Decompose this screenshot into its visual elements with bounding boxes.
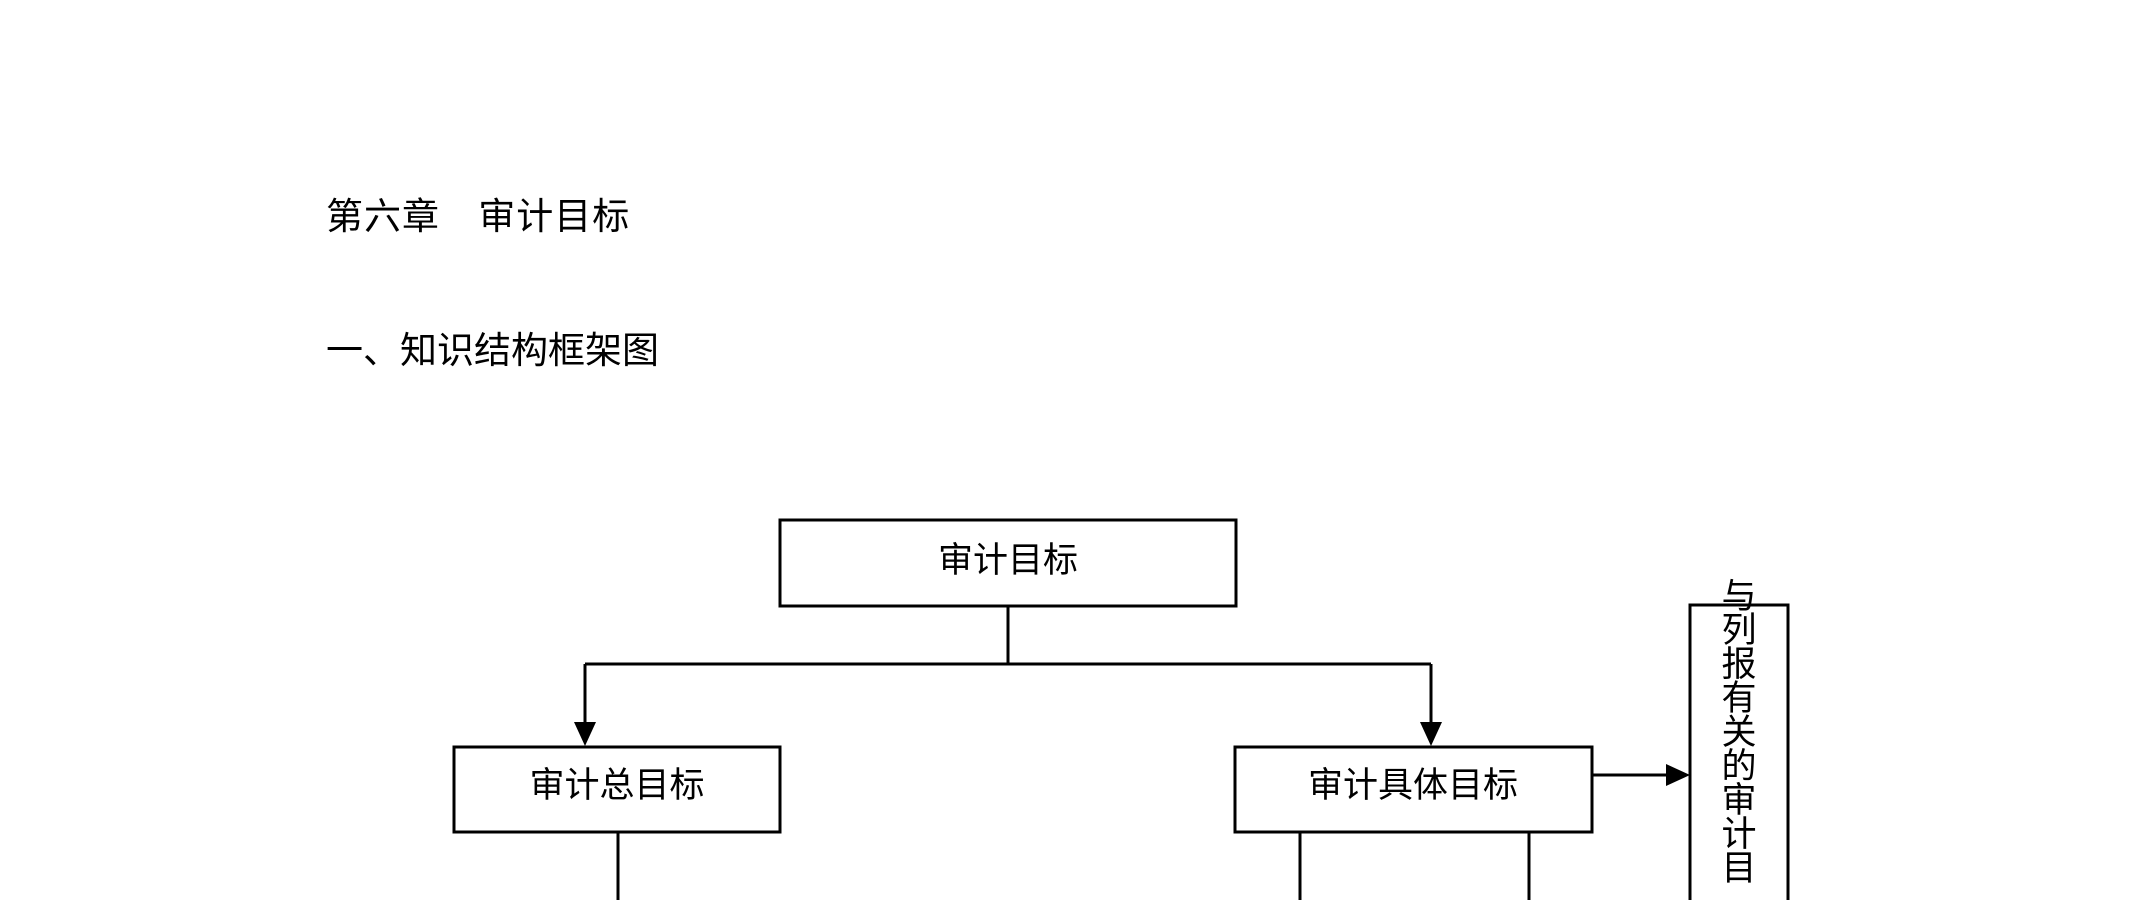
root-node: 审计目标 — [778, 518, 1238, 608]
arrow-to-right-child — [1420, 722, 1442, 746]
right-child-node: 审计具体目标 — [1233, 745, 1594, 834]
side-node-char: 有 — [1721, 679, 1756, 719]
side-node-char: 的 — [1721, 747, 1756, 787]
right-child-down-connectors — [1298, 832, 1531, 900]
root-connectors — [583, 606, 1433, 722]
left-child-node: 审计总目标 — [452, 745, 782, 834]
section-title: 一、知识结构框架图 — [326, 329, 659, 372]
side-node-char: 报 — [1721, 645, 1756, 685]
side-node-label: 与列报有关的审计目 — [1721, 577, 1756, 889]
arrow-to-left-child — [574, 722, 596, 746]
side-node-char: 与 — [1721, 577, 1756, 617]
side-node-char: 审 — [1721, 781, 1756, 821]
side-node-char: 目 — [1721, 849, 1756, 889]
right-child-label: 审计具体目标 — [1308, 766, 1518, 806]
root-node-label: 审计目标 — [938, 541, 1078, 581]
side-node-char: 列 — [1721, 611, 1756, 651]
side-node: 与列报有关的审计目 — [1688, 577, 1790, 900]
chapter-title: 第六章 审计目标 — [326, 195, 631, 238]
left-child-label: 审计总目标 — [529, 766, 704, 806]
arrow-to-side-box-head — [1666, 764, 1690, 786]
side-node-char: 关 — [1721, 713, 1756, 753]
side-node-char: 计 — [1721, 815, 1756, 855]
